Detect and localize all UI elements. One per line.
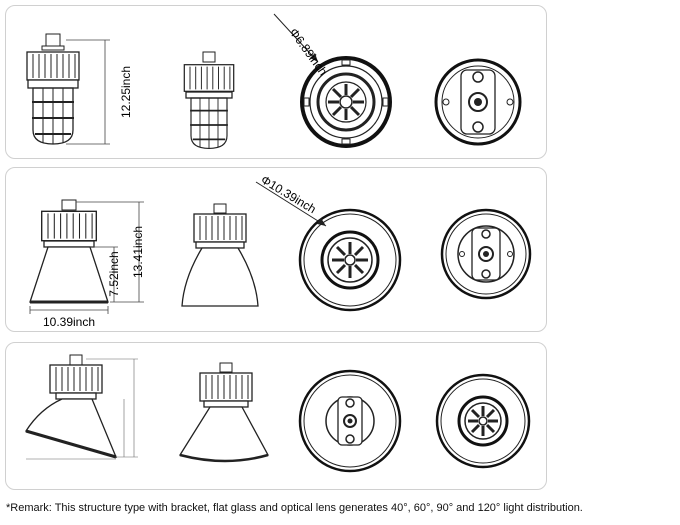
dimension-lines [26,358,138,460]
panel-bracket-mount: 12.25inch [5,5,547,159]
fixture-top-view [300,56,392,148]
panel-2-drawing: 13.41inch 7.52inch 10.39inch [29,173,532,329]
height-label: 12.25inch [119,66,133,118]
diameter-label: Φ6.89inch [287,26,331,79]
reflector-back-view [440,208,532,300]
reflector-fixture-dimensioned [29,199,109,304]
panel-pendant-reflector: 13.41inch 7.52inch 10.39inch [5,167,547,332]
angled-top-view [435,373,531,469]
angled-fixture-dimensioned [24,354,118,459]
diameter-label: Φ10.39inch [258,173,318,217]
height-dimension-line: 12.25inch [66,39,133,145]
panel-angled-reflector [5,342,547,490]
panel-1-drawing: 12.25inch [26,13,522,150]
height-dimension-lines: 13.41inch 7.52inch 10.39inch [29,201,145,329]
height-label: 13.41inch [131,226,145,278]
fixture-back-view [434,58,522,146]
panel-3-drawing [24,354,531,473]
diameter-dimension-line: Φ6.89inch [273,13,331,79]
reflector-fixture-side-view [181,203,259,307]
fixture-side-view-dimensioned [26,33,80,145]
remark-note: *Remark: This structure type with bracke… [6,502,583,514]
width-label: 10.39inch [43,315,95,329]
diameter-dimension-line: Φ10.39inch [255,173,327,227]
angled-fixture-side-view [178,362,269,463]
fixture-side-view [183,51,235,150]
reflector-top-view [298,208,402,312]
reflector-height-label: 7.52inch [107,251,121,296]
angled-back-view [298,369,402,473]
